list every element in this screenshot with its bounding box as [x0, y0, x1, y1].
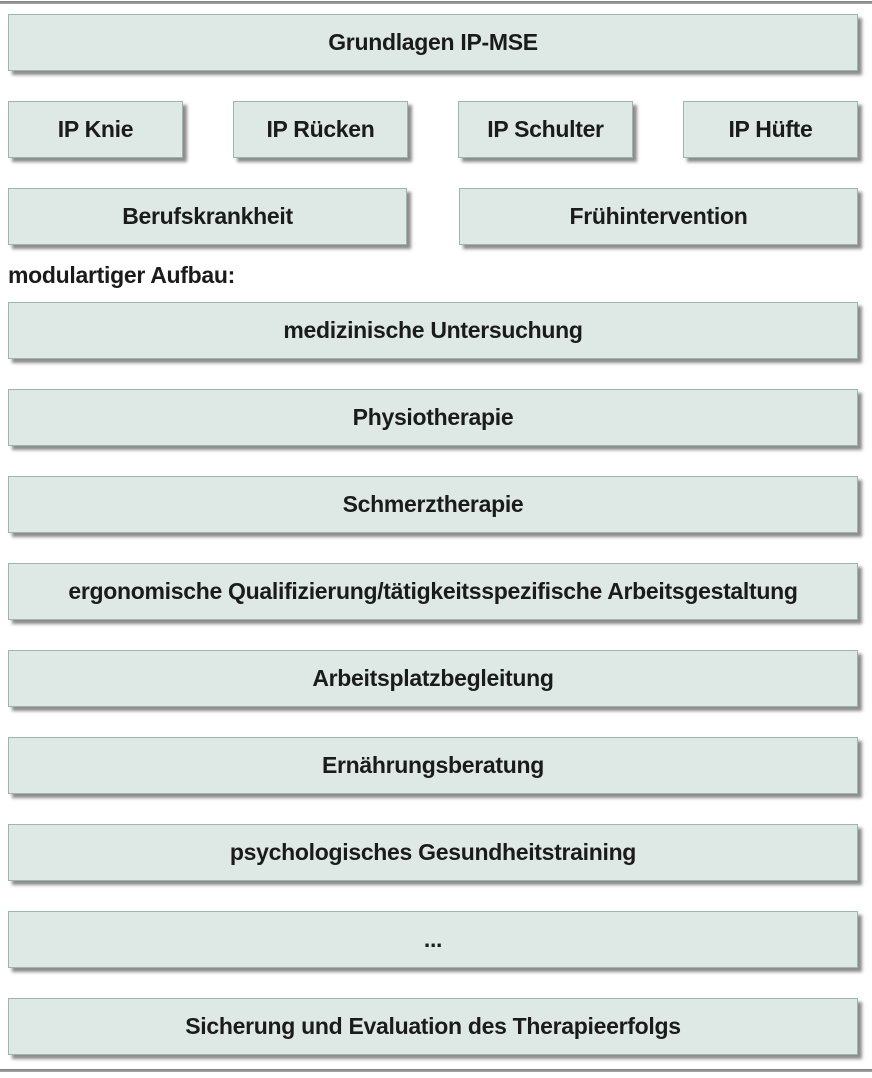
section-label: modulartiger Aufbau: — [8, 262, 235, 288]
top-rule — [0, 1, 872, 4]
box-ellipsis: ... — [8, 911, 858, 968]
box-berufskrankheit: Berufskrankheit — [8, 188, 407, 245]
bottom-rule — [0, 1069, 872, 1072]
box-fruehintervention: Frühintervention — [459, 188, 858, 245]
box-ernaehrungsberatung: Ernährungsberatung — [8, 737, 858, 794]
box-ergonomische-qualifizierung: ergonomische Qualifizierung/tätigkeitssp… — [8, 563, 858, 620]
box-ip-ruecken: IP Rücken — [233, 101, 408, 158]
box-grundlagen: Grundlagen IP-MSE — [8, 14, 858, 71]
box-ip-knie: IP Knie — [8, 101, 183, 158]
box-schmerztherapie: Schmerztherapie — [8, 476, 858, 533]
box-arbeitsplatzbegleitung: Arbeitsplatzbegleitung — [8, 650, 858, 707]
box-physiotherapie: Physiotherapie — [8, 389, 858, 446]
box-ip-schulter: IP Schulter — [458, 101, 633, 158]
box-psychologisches-gesundheitstraining: psychologisches Gesundheitstraining — [8, 824, 858, 881]
diagram-content: Grundlagen IP-MSE IP Knie IP Rücken IP S… — [0, 14, 872, 1055]
box-ip-huefte: IP Hüfte — [683, 101, 858, 158]
box-medizinische-untersuchung: medizinische Untersuchung — [8, 302, 858, 359]
pathway-row: Berufskrankheit Frühintervention — [8, 188, 858, 245]
program-row: IP Knie IP Rücken IP Schulter IP Hüfte — [8, 101, 858, 158]
box-sicherung-evaluation: Sicherung und Evaluation des Therapieerf… — [8, 998, 858, 1055]
